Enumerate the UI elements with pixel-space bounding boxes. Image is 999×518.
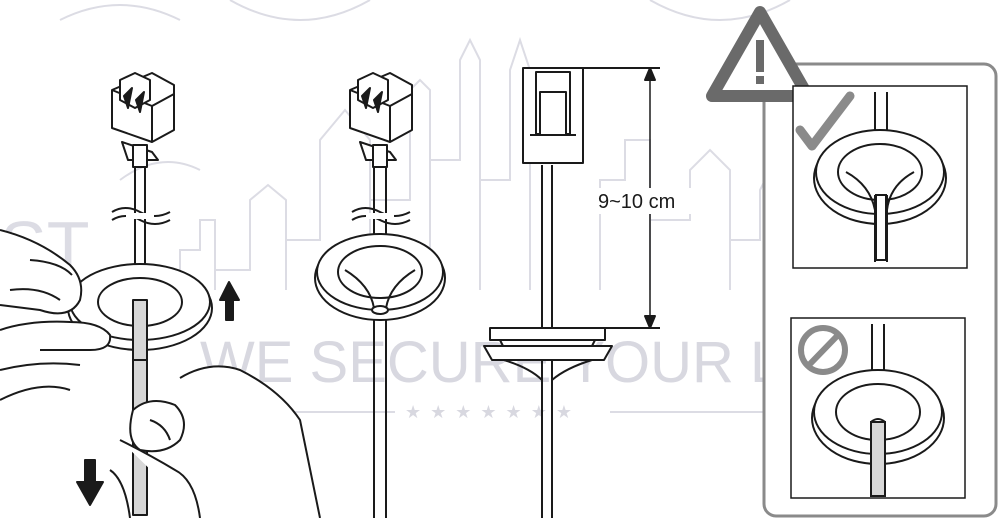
rj45-connector: [349, 72, 413, 168]
dimension-label-bg: [598, 188, 702, 214]
grommet: [483, 327, 613, 381]
correct-example: [792, 85, 968, 269]
panel-measure-cable: [483, 67, 660, 518]
rj45-connector: [522, 67, 584, 164]
down-arrow-icon: [76, 459, 104, 506]
left-hand: [0, 229, 112, 401]
panel-grommet-on-cable: [314, 72, 446, 518]
watermark-stars: ★ ★ ★ ★ ★ ★ ★: [405, 402, 574, 422]
grommet: [314, 233, 446, 321]
panel-remove-grommet: [0, 72, 321, 518]
prohibited-icon: [798, 325, 848, 375]
cable-break-mark: [351, 207, 411, 217]
up-arrow-icon: [219, 281, 240, 321]
dimension-label: 9~10 cm: [598, 191, 675, 213]
checkmark-icon: [795, 91, 855, 151]
rj45-connector: [111, 72, 175, 168]
incorrect-example: [790, 317, 966, 499]
cable-break-mark: [111, 207, 171, 217]
panel-grommet-check: [706, 6, 998, 518]
right-hand: [109, 365, 321, 518]
warning-icon: [706, 6, 814, 102]
